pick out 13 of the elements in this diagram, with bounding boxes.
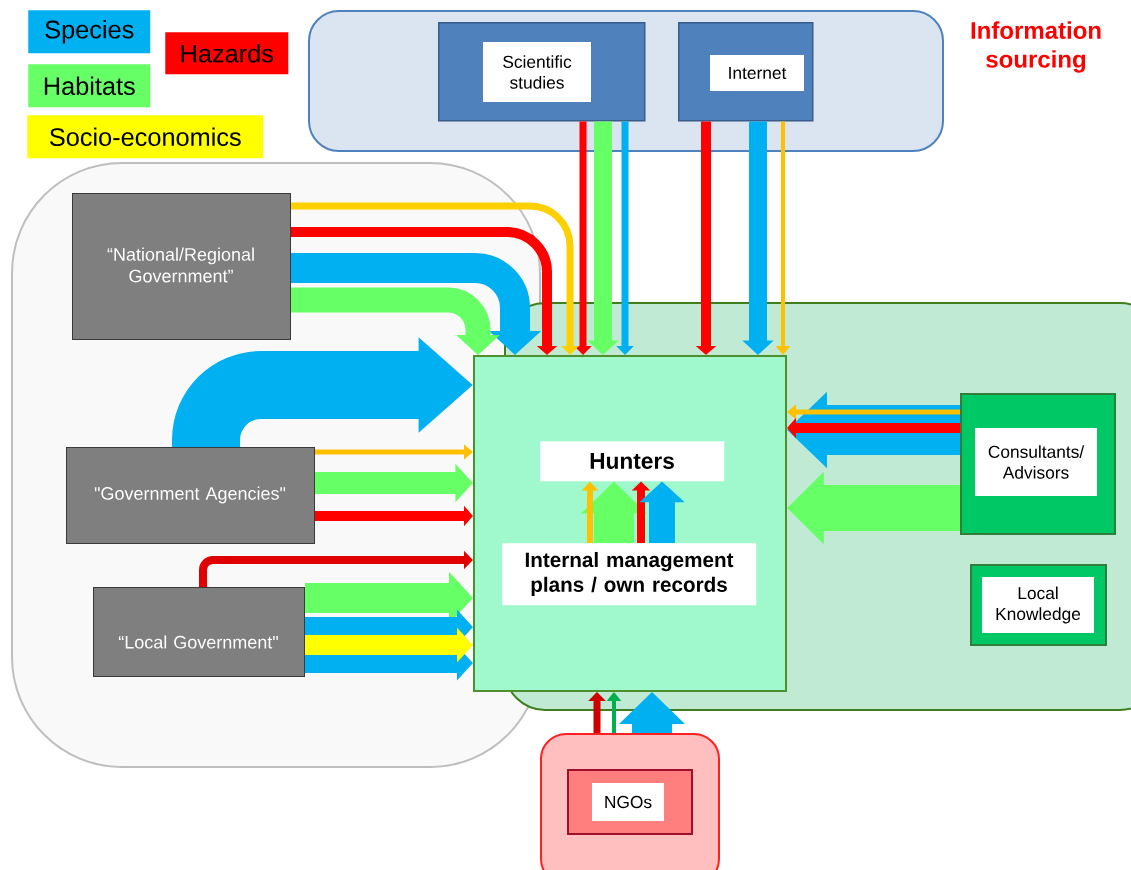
- ngo-box: NGOs: [567, 769, 693, 835]
- label-box: Internal management plans / own records: [502, 543, 757, 606]
- label-box: Hunters: [540, 441, 725, 482]
- node-label: Information sourcing: [971, 21, 1101, 73]
- source-box: Local Knowledge: [970, 564, 1107, 646]
- source-box: Scientific studies: [438, 22, 646, 122]
- government-box: "Government Agencies": [66, 447, 315, 544]
- arrow: [291, 287, 500, 355]
- source-box: Internet: [678, 22, 814, 122]
- government-box: “Local Government": [93, 587, 305, 677]
- source-box: Consultants/ Advisors: [960, 393, 1116, 535]
- arrow: [291, 227, 558, 355]
- government-box: “National/Regional Government”: [72, 193, 291, 340]
